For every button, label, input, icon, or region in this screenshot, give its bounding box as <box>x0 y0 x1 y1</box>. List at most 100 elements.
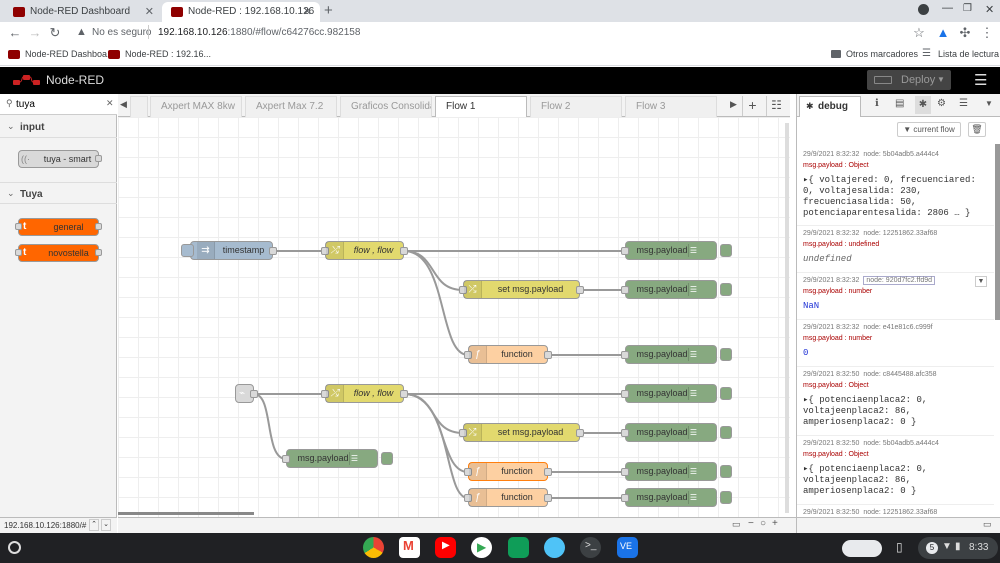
map-icon[interactable]: ▭ <box>732 519 741 529</box>
palette-node-tuya-smart[interactable]: ((· tuya - smart <box>18 150 102 168</box>
message-node[interactable]: node: 920d7fc2.ffd9d <box>863 276 935 285</box>
sidebar-scrollbar[interactable] <box>995 144 1000 320</box>
flow-node-debug-2[interactable]: msg.payload ☰ <box>621 280 732 299</box>
deploy-button[interactable]: Deploy ▼ <box>867 70 951 90</box>
debug-icon[interactable]: ✱ <box>915 96 931 114</box>
add-flow-button[interactable]: + <box>742 96 762 116</box>
trash-icon[interactable]: 🗑 <box>968 122 986 137</box>
tab-flow-2[interactable]: Flow 2 <box>530 96 622 117</box>
debug-toggle[interactable] <box>720 491 732 504</box>
chevron-down-icon[interactable]: ▼ <box>937 75 945 84</box>
message-value[interactable]: ▸{ voltajered: 0, frecuenciared: 0, volt… <box>803 175 976 218</box>
tab-hidden[interactable] <box>130 96 148 117</box>
profile-icon[interactable] <box>918 4 929 15</box>
info-icon[interactable]: ℹ <box>875 98 879 109</box>
close-tab-icon[interactable]: ✕ <box>144 6 154 18</box>
menu-kebab-icon[interactable]: ⋮ <box>980 25 994 40</box>
extensions-puzzle-icon[interactable]: ✣ <box>959 25 971 40</box>
reading-list[interactable]: Lista de lectura <box>938 49 1000 59</box>
palette-category-input[interactable]: ⌄ input <box>0 116 117 138</box>
flow-node-debug-3[interactable]: msg.payload ☰ <box>621 345 732 364</box>
clear-search-icon[interactable]: ✕ <box>106 98 114 108</box>
flow-node-change-2[interactable]: ⤮ flow , flow <box>321 384 408 403</box>
restore-icon[interactable]: ❐ <box>963 3 972 14</box>
debug-toggle[interactable] <box>720 244 732 257</box>
other-bookmarks[interactable]: Otros marcadores <box>846 49 919 59</box>
debug-toggle[interactable] <box>720 465 732 478</box>
launcher-icon[interactable] <box>8 541 21 554</box>
phone-icon[interactable]: ▯ <box>896 540 903 554</box>
tab-flow-1[interactable]: Flow 1 <box>435 96 527 117</box>
chevron-down-icon[interactable]: ⌄ <box>101 519 111 531</box>
bookmark-nodered-dashboard[interactable]: Node-RED Dashboa... <box>25 49 115 59</box>
message-value[interactable]: ▸{ potenciaenplaca2: 0, voltajeenplaca2:… <box>803 395 928 427</box>
chevron-up-icon[interactable]: ⌃ <box>89 519 99 531</box>
tab-axpert-max-8kw[interactable]: Axpert MAX 8kw <box>150 96 242 117</box>
flow-node-debug-6[interactable]: msg.payload ☰ <box>621 462 732 481</box>
system-tray[interactable]: 5 ▼ ▮ 8:33 <box>918 537 998 559</box>
chrome-app-icon[interactable] <box>363 537 384 558</box>
flow-node-change-1[interactable]: ⤮ flow , flow <box>321 241 408 260</box>
bookmark-nodered[interactable]: Node-RED : 192.16... <box>125 49 212 59</box>
tab-debug[interactable]: ✱ debug <box>799 96 861 117</box>
gear-icon[interactable]: ⚙ <box>937 98 946 109</box>
monitor-icon[interactable]: ▭ <box>983 519 992 529</box>
flow-workspace[interactable]: ⇉ timestamp ⤮ flow , flow ⤮ set msg.payl… <box>118 117 790 517</box>
sheets-app-icon[interactable] <box>508 537 529 558</box>
flow-node-timestamp[interactable]: ⇉ timestamp <box>181 241 277 260</box>
flow-node-function-2[interactable]: ƒ function <box>464 462 552 481</box>
flow-node-function-1[interactable]: ƒ function <box>464 345 552 364</box>
palette-category-tuya[interactable]: ⌄ Tuya <box>0 182 117 204</box>
play-store-app-icon[interactable]: ▶ <box>471 537 492 558</box>
scroll-left-icon[interactable]: ◀ <box>120 99 127 109</box>
gmail-app-icon[interactable]: M <box>399 537 420 558</box>
flow-node-debug-5[interactable]: msg.payload ☰ <box>621 423 732 442</box>
debug-toggle[interactable] <box>720 387 732 400</box>
debug-messages[interactable]: 29/9/2021 8:32:32 node: 5b04adb5.a444c4 … <box>797 144 1000 517</box>
drive-extension-icon[interactable]: ▲ <box>936 25 950 40</box>
flow-node-tuya-input[interactable]: ⌁ <box>235 384 258 403</box>
debug-toggle[interactable] <box>720 426 732 439</box>
terminal-app-icon[interactable]: >_ <box>580 537 601 558</box>
tab-graficos-consolidad[interactable]: Graficos Consolidad <box>340 96 432 117</box>
flow-node-debug-1[interactable]: msg.payload ☰ <box>621 241 732 260</box>
chevron-down-icon[interactable]: ▼ <box>985 99 993 108</box>
youtube-app-icon[interactable]: ▶ <box>435 537 456 558</box>
vertical-scrollbar[interactable] <box>785 123 789 513</box>
main-menu-icon[interactable]: ☰ <box>974 72 988 89</box>
close-tab-icon[interactable]: ✕ <box>302 6 312 18</box>
back-arrow-icon[interactable]: ← <box>8 25 22 40</box>
tab-axpert-max-72[interactable]: Axpert Max 7.2 <box>245 96 337 117</box>
flow-node-debug-left[interactable]: msg.payload ☰ <box>282 449 393 468</box>
database-icon[interactable]: ☰ <box>959 98 968 109</box>
scroll-right-icon[interactable]: ▶ <box>730 99 737 109</box>
vnc-app-icon[interactable]: VE <box>617 537 638 558</box>
book-icon[interactable]: ▤ <box>895 98 905 109</box>
browser-tab-dashboard[interactable]: Node-RED Dashboard ✕ <box>4 2 162 22</box>
flow-node-function-3[interactable]: ƒ function <box>464 488 552 507</box>
debug-toggle[interactable] <box>381 452 393 465</box>
tab-flow-3[interactable]: Flow 3 <box>625 96 717 117</box>
reload-icon[interactable]: ↻ <box>49 25 61 40</box>
tote-icon[interactable] <box>842 540 882 557</box>
browser-tab-nodered[interactable]: Node-RED : 192.168.10.126 ✕ <box>162 2 320 22</box>
debug-toggle[interactable] <box>720 348 732 361</box>
filter-current-flow-button[interactable]: ▼ current flow <box>897 122 961 137</box>
flow-node-debug-4[interactable]: msg.payload ☰ <box>621 384 732 403</box>
zoom-reset-icon[interactable]: ○ <box>760 518 767 529</box>
minimize-icon[interactable]: — <box>942 2 953 14</box>
palette-search-input[interactable] <box>16 96 96 112</box>
horizontal-scrollbar[interactable] <box>118 512 254 515</box>
flow-node-set-1[interactable]: ⤮ set msg.payload <box>459 280 584 299</box>
message-value[interactable]: ▸{ potenciaenplaca2: 0, voltajeenplaca2:… <box>803 464 928 496</box>
palette-node-general[interactable]: t general <box>15 218 102 236</box>
zoom-in-icon[interactable]: + <box>772 518 778 529</box>
address-bar[interactable]: ▲ No es seguro 192.168.10.126:1880/#flow… <box>68 22 928 44</box>
weather-app-icon[interactable] <box>544 537 565 558</box>
inject-button[interactable] <box>181 244 194 257</box>
chevron-down-icon[interactable]: ▼ <box>975 276 987 287</box>
new-tab-button[interactable]: + <box>324 2 333 19</box>
forward-arrow-icon[interactable]: → <box>28 25 42 40</box>
flow-node-debug-7[interactable]: msg.payload ☰ <box>621 488 732 507</box>
flow-node-set-2[interactable]: ⤮ set msg.payload <box>459 423 584 442</box>
